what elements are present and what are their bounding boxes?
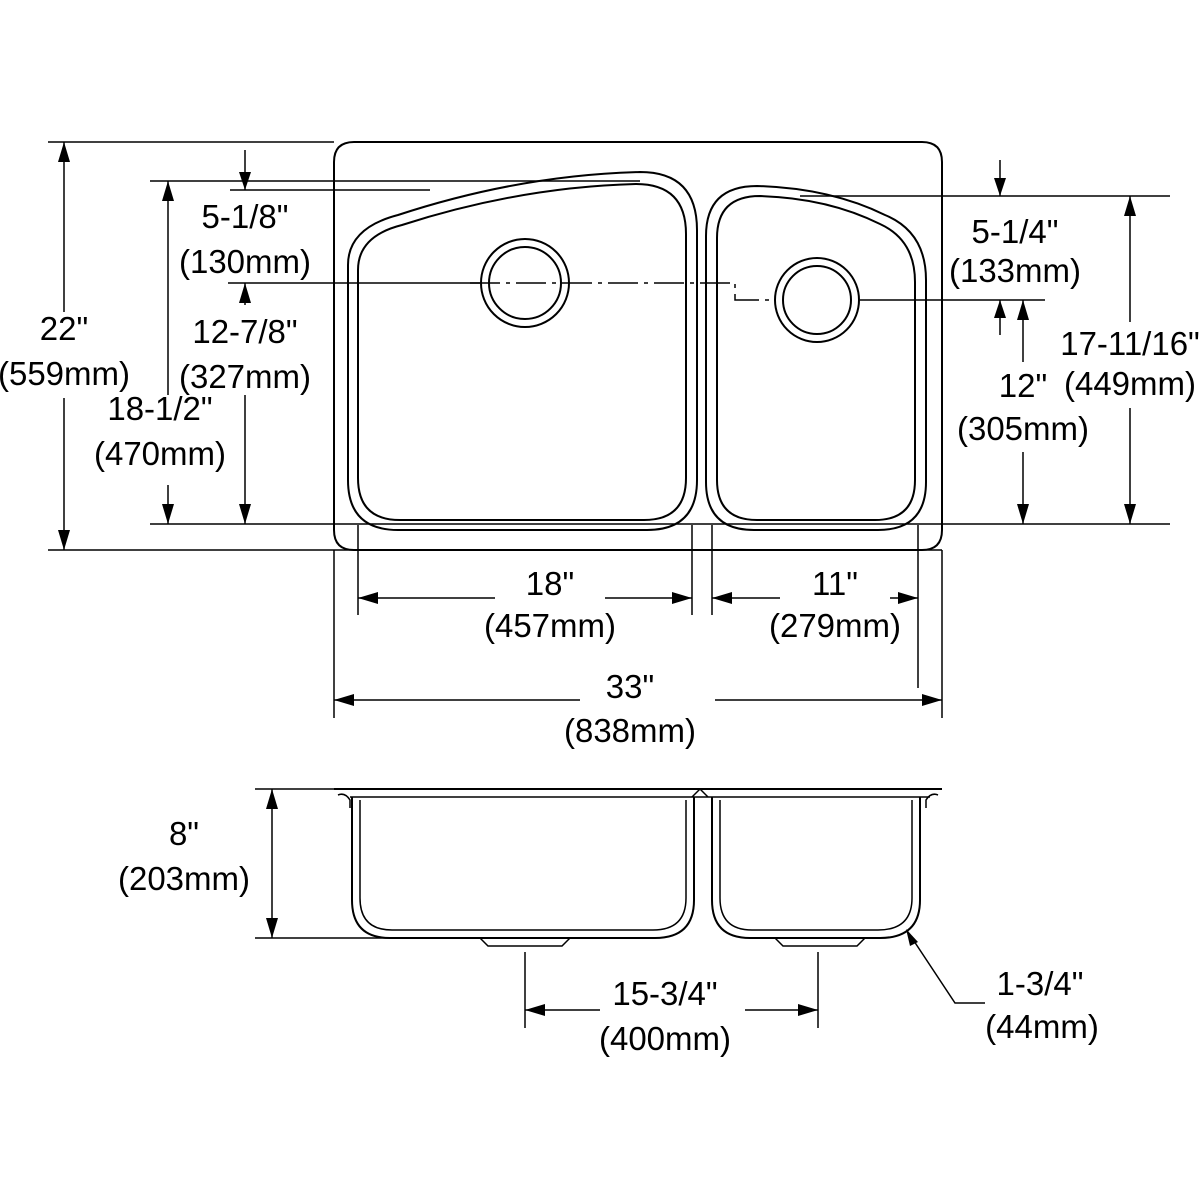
- arrow-left-bowl-depth-bottom: [162, 504, 174, 524]
- arrow-overall-height-top: [58, 142, 70, 162]
- arrow-left-bowl-depth-top: [162, 181, 174, 201]
- right-drain-metric: (305mm): [957, 410, 1089, 447]
- right-bowl-width-metric: (279mm): [769, 607, 901, 644]
- dimension-labels: 22" (559mm) 5-1/8" (130mm) 12-7/8" (327m…: [0, 198, 1200, 1057]
- left-drain-metric: (327mm): [179, 358, 311, 395]
- arrow-right-bowl-depth-top: [1124, 196, 1136, 216]
- arrow-bowl-depth-bottom: [266, 918, 278, 938]
- side-rim-left-clip: [337, 793, 351, 808]
- arrow-right-bowl-width-left: [712, 592, 732, 604]
- left-bowl-width-metric: (457mm): [484, 607, 616, 644]
- arrow-left-drain-top: [239, 283, 251, 303]
- bowl-depth-imperial: 8": [169, 815, 199, 852]
- arrow-right-offset-lower: [994, 300, 1006, 318]
- right-bowl-outer: [705, 184, 927, 531]
- corner-radius-imperial: 1-3/4": [997, 965, 1084, 1002]
- drain-spacing-metric: (400mm): [599, 1020, 731, 1057]
- side-right-bowl-outer: [711, 797, 921, 939]
- right-bowl-inner: [716, 194, 916, 521]
- right-bowl-depth-metric: (449mm): [1064, 365, 1196, 402]
- arrow-corner-radius: [906, 929, 918, 946]
- arrow-left-drain-bottom: [239, 504, 251, 524]
- left-bowl-depth-metric: (470mm): [94, 435, 226, 472]
- side-left-bowl-outer: [351, 797, 695, 939]
- corner-radius-metric: (44mm): [985, 1008, 1099, 1045]
- side-divider: [691, 787, 709, 798]
- side-rim-right-clip: [925, 793, 939, 808]
- arrow-right-bowl-depth-bottom: [1124, 504, 1136, 524]
- overall-height-imperial: 22": [40, 310, 88, 347]
- arrow-right-offset: [994, 178, 1006, 196]
- right-offset-imperial: 5-1/4": [972, 213, 1059, 250]
- arrow-overall-width-right: [922, 694, 942, 706]
- overall-width-metric: (838mm): [564, 712, 696, 749]
- right-drain-outer: [774, 257, 860, 343]
- arrow-bowl-depth-top: [266, 789, 278, 809]
- side-left-drain: [479, 937, 571, 947]
- left-bowl-width-imperial: 18": [526, 565, 574, 602]
- top-view: [48, 141, 1170, 718]
- right-drain-inner: [782, 265, 852, 335]
- side-right-drain: [774, 937, 866, 947]
- overall-height-metric: (559mm): [0, 355, 130, 392]
- arrow-right-drain-top: [1017, 300, 1029, 320]
- bowl-depth-metric: (203mm): [118, 860, 250, 897]
- sink-deck-outline: [333, 141, 943, 551]
- left-bowl-inner: [357, 182, 687, 521]
- arrow-right-drain-bottom: [1017, 504, 1029, 524]
- arrow-right-bowl-width-right: [898, 592, 918, 604]
- drain-spacing-imperial: 15-3/4": [612, 975, 717, 1012]
- arrow-drain-spacing-left: [525, 1004, 545, 1016]
- side-view: [255, 787, 985, 1028]
- right-bowl-width-imperial: 11": [812, 565, 858, 602]
- arrow-left-bowl-width-left: [358, 592, 378, 604]
- right-bowl-depth-imperial: 17-11/16": [1060, 325, 1200, 362]
- corner-radius-leader: [907, 931, 985, 1004]
- arrow-overall-width-left: [334, 694, 354, 706]
- side-right-bowl-inner: [719, 800, 913, 931]
- arrow-left-offset: [239, 172, 251, 190]
- left-bowl-outer: [347, 170, 698, 531]
- drain-centerline: [470, 282, 775, 301]
- left-offset-imperial: 5-1/8": [202, 198, 289, 235]
- side-left-bowl-inner: [359, 800, 687, 931]
- left-drain-imperial: 12-7/8": [192, 313, 297, 350]
- arrow-left-bowl-width-right: [672, 592, 692, 604]
- arrow-overall-height-bottom: [58, 530, 70, 550]
- right-drain-imperial: 12": [999, 367, 1047, 404]
- left-offset-metric: (130mm): [179, 243, 311, 280]
- left-bowl-depth-imperial: 18-1/2": [107, 390, 212, 427]
- right-offset-metric: (133mm): [949, 252, 1081, 289]
- arrow-drain-spacing-right: [798, 1004, 818, 1016]
- overall-width-imperial: 33": [606, 668, 654, 705]
